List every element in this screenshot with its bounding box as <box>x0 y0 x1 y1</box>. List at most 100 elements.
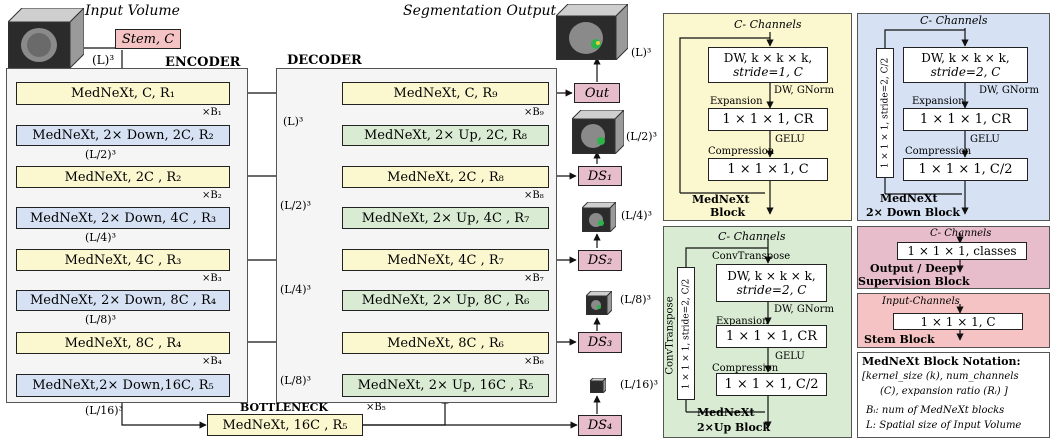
decoder-repeat-2: ×B₈ <box>524 190 544 201</box>
decoder-block-7: MedNeXt, 8C , R₆ <box>342 332 549 354</box>
encoder-repeat-1: ×B₁ <box>202 107 222 118</box>
up-convtranspose-label: ConvTranspose <box>712 251 791 262</box>
stem-block: Stem, C <box>115 29 181 49</box>
mednext-channels-label: C- Channels <box>734 18 802 31</box>
ds4-output-cube <box>588 376 608 397</box>
bottleneck-block: MedNeXt, 16C , R₅ <box>207 414 363 436</box>
decoder-block-8: MedNeXt, 2× Up, 16C , R₅ <box>342 374 549 397</box>
stem-conv-block: 1 × 1 × 1, C <box>893 313 1023 330</box>
encoder-block-1: MedNeXt, C, R₁ <box>16 82 230 105</box>
input-volume-label: Input Volume <box>85 3 180 19</box>
up-dw-stride: stride=2, C <box>736 283 807 297</box>
decoder-block-4: MedNeXt, 2× Up, 4C , R₇ <box>342 207 549 229</box>
decoder-block-2: MedNeXt, 2× Up, 2C, R₈ <box>342 125 549 146</box>
size-label-l4-out: (L/4)³ <box>621 209 653 222</box>
bottleneck-repeat: ×B₅ <box>366 402 386 413</box>
mednext-dw-text: DW, k × k × k, <box>723 51 813 65</box>
decoder-title: DECODER <box>287 53 362 68</box>
mednext-dw-block: DW, k × k × k, stride=1, C <box>708 47 828 83</box>
decoder-repeat-4: ×B₆ <box>524 356 544 367</box>
stem-channels-label: Input-Channels <box>882 296 960 307</box>
mednext-compression-label: Compression <box>708 146 775 157</box>
down-gelu-label: GELU <box>970 134 1000 145</box>
down-compression-block: 1 × 1 × 1, C/2 <box>903 158 1028 181</box>
output-block-name-1: Output / Deep <box>870 262 957 275</box>
encoder-title: ENCODER <box>165 55 241 70</box>
down-side-conv: 1 × 1 × 1, stride=2, C/2 <box>876 48 894 178</box>
notation-line-3: Bᵢ: num of MedNeXt blocks <box>866 405 1005 416</box>
mednext-dw-stride: stride=1, C <box>733 65 803 79</box>
output-channels-label: C- Channels <box>930 228 992 239</box>
up-expansion-label: Expansion <box>716 316 769 327</box>
size-label-l8-dec: (L/8)³ <box>280 374 312 387</box>
up-gelu-label: GELU <box>775 351 805 362</box>
mednext-gelu-label: GELU <box>775 134 805 145</box>
encoder-repeat-3: ×B₃ <box>202 273 222 284</box>
up-compression-label: Compression <box>712 363 779 374</box>
down-expansion-label: Expansion <box>912 96 965 107</box>
output-block-name-2: Supervision Block <box>858 275 970 288</box>
mednext-block-name-1: MedNeXt <box>692 193 750 206</box>
size-label-l8-enc: (L/8)³ <box>85 313 117 326</box>
down-dw-block: DW, k × k × k, stride=2, C <box>903 47 1028 83</box>
decoder-repeat-1: ×B₉ <box>524 107 544 118</box>
down-channels-label: C- Channels <box>920 14 988 27</box>
up-dw-note: DW, GNorm <box>774 304 834 315</box>
up-block-name-1: MedNeXt <box>697 406 755 419</box>
decoder-repeat-3: ×B₇ <box>524 273 544 284</box>
down-block-name-1: MedNeXt <box>880 192 938 205</box>
size-label-l-dec: (L)³ <box>283 115 304 128</box>
mednext-dw-note: DW, GNorm <box>774 85 834 96</box>
encoder-block-5: MedNeXt, 4C , R₃ <box>16 249 230 271</box>
up-side-conv: 1 × 1 × 1, stride=2, C/2 <box>677 267 695 400</box>
bottleneck-title: BOTTLENECK <box>240 401 328 414</box>
decoder-block-3: MedNeXt, 2C , R₈ <box>342 166 549 188</box>
ds1-output-cube <box>570 108 626 158</box>
size-label-l: (L)³ <box>92 53 115 67</box>
segmentation-output-cube <box>554 2 630 64</box>
size-label-l2-out: (L/2)³ <box>626 130 658 143</box>
stem-block-name: Stem Block <box>864 333 935 346</box>
mednext-expansion-block: 1 × 1 × 1, CR <box>708 108 828 131</box>
notation-line-1: [kernel_size (k), num_channels <box>862 371 1019 382</box>
size-label-l4-dec: (L/4)³ <box>280 283 312 296</box>
up-channels-label: C- Channels <box>718 230 786 243</box>
mednext-compression-block: 1 × 1 × 1, C <box>708 158 828 181</box>
notation-title: MedNeXt Block Notation: <box>862 355 1021 368</box>
down-dw-text: DW, k × k × k, <box>921 51 1010 65</box>
up-dw-block: DW, k × k × k, stride=2, C <box>716 264 827 302</box>
ds1-block: DS₁ <box>578 166 622 186</box>
encoder-block-6: MedNeXt, 2× Down, 8C , R₄ <box>16 290 230 311</box>
down-dw-stride: stride=2, C <box>930 65 1001 79</box>
ds3-block: DS₃ <box>578 332 622 353</box>
encoder-block-7: MedNeXt, 8C , R₄ <box>16 332 230 354</box>
ds2-output-cube <box>580 200 618 236</box>
size-label-l8-out: (L/8)³ <box>620 293 652 306</box>
size-label-l4-enc: (L/4)³ <box>85 231 117 244</box>
encoder-block-2: MedNeXt, 2× Down, 2C, R₂ <box>16 125 230 146</box>
encoder-repeat-2: ×B₂ <box>202 190 222 201</box>
ds4-block: DS₄ <box>578 415 622 436</box>
notation-panel <box>857 352 1050 438</box>
output-classes-block: 1 × 1 × 1, classes <box>897 242 1027 260</box>
up-expansion-block: 1 × 1 × 1, CR <box>716 325 827 348</box>
encoder-repeat-4: ×B₄ <box>202 356 222 367</box>
input-volume-cube <box>6 6 86 72</box>
decoder-block-1: MedNeXt, C, R₉ <box>342 82 549 105</box>
size-label-l2-dec: (L/2)³ <box>280 199 312 212</box>
up-compression-block: 1 × 1 × 1, C/2 <box>716 373 827 396</box>
encoder-block-8: MedNeXt,2× Down,16C, R₅ <box>16 374 230 397</box>
up-block-name-2: 2×Up Block <box>697 421 771 434</box>
encoder-block-4: MedNeXt, 2× Down, 4C , R₃ <box>16 207 230 229</box>
down-dw-note: DW, GNorm <box>979 85 1039 96</box>
up-dw-text: DW, k × k × k, <box>727 269 816 283</box>
down-block-name-2: 2× Down Block <box>866 206 961 219</box>
size-label-l16-enc: (L/16)³ <box>85 404 124 417</box>
ds2-block: DS₂ <box>578 250 622 271</box>
size-label-l2-enc: (L/2)³ <box>85 148 117 161</box>
segmentation-output-label: Segmentation Output <box>403 3 557 19</box>
encoder-block-3: MedNeXt, 2C , R₂ <box>16 166 230 188</box>
down-expansion-block: 1 × 1 × 1, CR <box>903 108 1028 131</box>
mednext-expansion-label: Expansion <box>710 96 763 107</box>
decoder-block-6: MedNeXt, 2× Up, 8C , R₆ <box>342 290 549 311</box>
